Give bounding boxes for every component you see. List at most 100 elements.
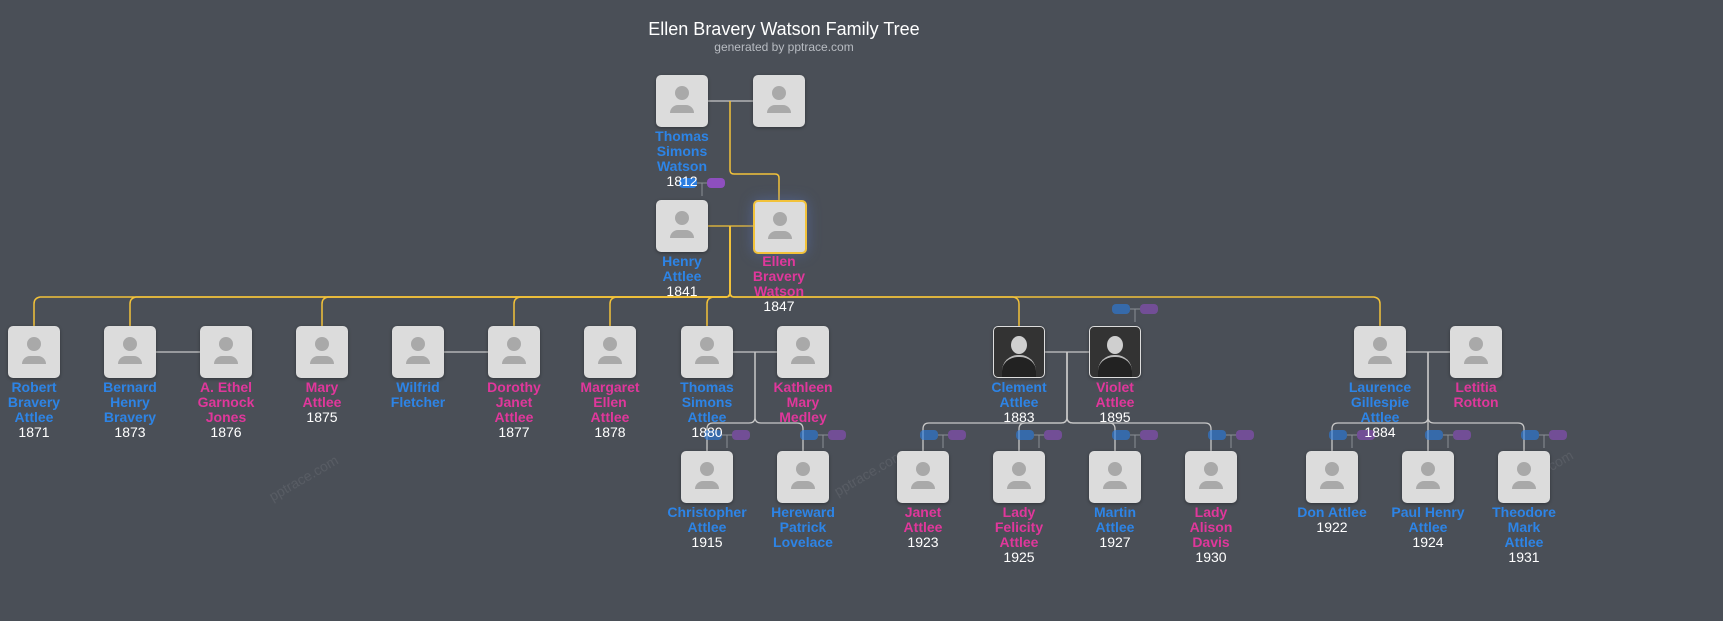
descendants-toggle-button[interactable] xyxy=(679,178,697,188)
person-avatar[interactable] xyxy=(753,200,807,254)
ancestors-toggle-button[interactable] xyxy=(948,430,966,440)
descendants-toggle-button[interactable] xyxy=(1016,430,1034,440)
person-avatar[interactable] xyxy=(656,200,708,252)
person-avatar[interactable] xyxy=(1450,326,1502,378)
descendants-toggle-button[interactable] xyxy=(1521,430,1539,440)
descendants-toggle-button[interactable] xyxy=(920,430,938,440)
person-avatar[interactable] xyxy=(8,326,60,378)
person-avatar[interactable] xyxy=(1354,326,1406,378)
ancestors-toggle-button[interactable] xyxy=(828,430,846,440)
person-avatar[interactable] xyxy=(681,326,733,378)
ancestors-toggle-button[interactable] xyxy=(1140,304,1158,314)
person-avatar[interactable] xyxy=(296,326,348,378)
person-avatar[interactable] xyxy=(1089,451,1141,503)
person-avatar[interactable] xyxy=(488,326,540,378)
person-icon-body xyxy=(768,231,792,239)
person-photo[interactable] xyxy=(993,326,1045,378)
descendants-toggle-button[interactable] xyxy=(1425,430,1443,440)
person-avatar[interactable] xyxy=(753,75,805,127)
descendants-toggle-button[interactable] xyxy=(1208,430,1226,440)
person-avatar[interactable] xyxy=(897,451,949,503)
ancestors-toggle-button[interactable] xyxy=(1357,430,1375,440)
ancestors-toggle-button[interactable] xyxy=(1140,430,1158,440)
ancestors-toggle-button[interactable] xyxy=(1236,430,1254,440)
person-avatar[interactable] xyxy=(104,326,156,378)
person-photo[interactable] xyxy=(1089,326,1141,378)
person-avatar[interactable] xyxy=(777,326,829,378)
person-name[interactable]: Don Attlee xyxy=(1297,504,1367,520)
person-avatar[interactable] xyxy=(584,326,636,378)
descendants-toggle-button[interactable] xyxy=(800,430,818,440)
person-avatar[interactable] xyxy=(656,75,708,127)
person-avatar[interactable] xyxy=(681,451,733,503)
ancestors-toggle-button[interactable] xyxy=(707,178,725,188)
person-avatar[interactable] xyxy=(777,451,829,503)
ancestors-toggle-button[interactable] xyxy=(1549,430,1567,440)
person-avatar[interactable] xyxy=(392,326,444,378)
ancestors-toggle-button[interactable] xyxy=(732,430,750,440)
person-avatar[interactable] xyxy=(200,326,252,378)
person-avatar[interactable] xyxy=(993,451,1045,503)
person-avatar[interactable] xyxy=(1498,451,1550,503)
descendants-toggle-button[interactable] xyxy=(1329,430,1347,440)
person-icon-body xyxy=(1098,355,1132,377)
person-avatar[interactable] xyxy=(1185,451,1237,503)
descendants-toggle-button[interactable] xyxy=(1112,304,1130,314)
person-avatar[interactable] xyxy=(1306,451,1358,503)
person-avatar[interactable] xyxy=(1402,451,1454,503)
descendants-toggle-button[interactable] xyxy=(704,430,722,440)
descendants-toggle-button[interactable] xyxy=(1112,430,1130,440)
ancestors-toggle-button[interactable] xyxy=(1044,430,1062,440)
ancestors-toggle-button[interactable] xyxy=(1453,430,1471,440)
